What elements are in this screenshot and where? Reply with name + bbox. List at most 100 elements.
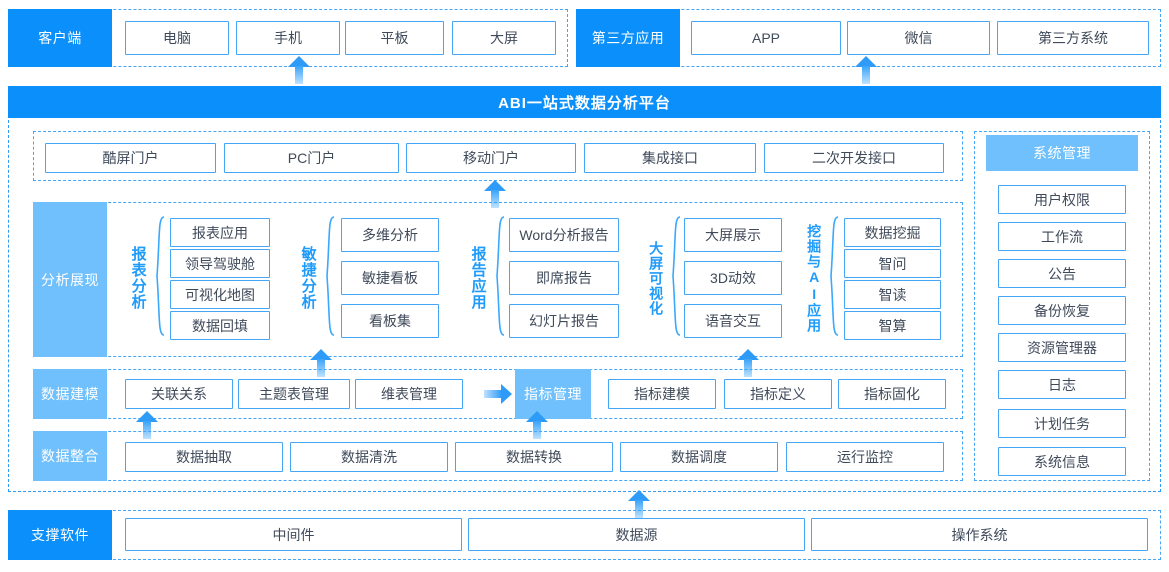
support-item-0[interactable]: 中间件 (125, 518, 462, 551)
analysis-group-4-item-3[interactable]: 智算 (844, 311, 941, 340)
system-item-4[interactable]: 资源管理器 (998, 333, 1126, 362)
analysis-group-0-item-3[interactable]: 数据回填 (170, 311, 270, 340)
integration-item-2[interactable]: 数据转换 (455, 442, 613, 472)
analysis-group-1-item-2[interactable]: 看板集 (341, 304, 439, 338)
analysis-group-0-item-2[interactable]: 可视化地图 (170, 280, 270, 309)
analysis-group-3-item-1[interactable]: 3D动效 (684, 261, 782, 295)
analysis-group-3-item-2[interactable]: 语音交互 (684, 304, 782, 338)
analysis-group-1-item-1[interactable]: 敏捷看板 (341, 261, 439, 295)
thirdparty-item-2[interactable]: 第三方系统 (997, 21, 1149, 55)
system-item-1[interactable]: 工作流 (998, 222, 1126, 251)
portal-item-3[interactable]: 集成接口 (584, 143, 756, 173)
analysis-group-2-item-2-text: 幻灯片报告 (529, 313, 599, 329)
analysis-group-1-item-0[interactable]: 多维分析 (341, 218, 439, 252)
support-item-1[interactable]: 数据源 (468, 518, 805, 551)
modeling-item-1[interactable]: 主题表管理 (238, 379, 350, 409)
integration-item-4[interactable]: 运行监控 (786, 442, 944, 472)
analysis-group-1-label: 敏捷分析 (297, 222, 319, 334)
arrow-up-analysis-left (310, 349, 332, 377)
platform-container (8, 120, 1161, 492)
thirdparty-item-2-text: 第三方系统 (1038, 30, 1108, 46)
analysis-group-2-label: 报告应用 (467, 222, 489, 334)
integration-item-2-text: 数据转换 (506, 449, 562, 465)
metric-management-label: 指标管理 (515, 369, 591, 419)
analysis-group-1-item-1-text: 敏捷看板 (362, 270, 418, 286)
analysis-group-0-item-0[interactable]: 报表应用 (170, 218, 270, 247)
analysis-group-0-item-0-text: 报表应用 (192, 224, 248, 241)
analysis-group-3-item-2-text: 语音交互 (705, 313, 761, 329)
portal-item-0-text: 酷屏门户 (102, 150, 159, 166)
client-item-1[interactable]: 手机 (236, 21, 340, 55)
integration-item-3-text: 数据调度 (671, 449, 727, 465)
support-item-2[interactable]: 操作系统 (811, 518, 1148, 551)
analysis-group-1-item-0-text: 多维分析 (362, 227, 418, 243)
support-section-label-text: 支撑软件 (31, 527, 89, 543)
metric-item-2[interactable]: 指标固化 (838, 379, 946, 409)
analysis-group-2-item-0-text: Word分析报告 (519, 227, 609, 243)
metric-item-0[interactable]: 指标建模 (608, 379, 716, 409)
analysis-group-2-item-0[interactable]: Word分析报告 (509, 218, 619, 252)
metric-item-1[interactable]: 指标定义 (724, 379, 832, 409)
thirdparty-item-1[interactable]: 微信 (847, 21, 990, 55)
portal-item-0[interactable]: 酷屏门户 (45, 143, 216, 173)
metric-item-2-text: 指标固化 (864, 386, 920, 402)
modeling-item-0[interactable]: 关联关系 (125, 379, 233, 409)
platform-banner: ABI一站式数据分析平台 (8, 86, 1161, 118)
analysis-group-0-label-text: 报表分析 (129, 246, 147, 310)
portal-item-2[interactable]: 移动门户 (406, 143, 576, 173)
analysis-group-4-item-0[interactable]: 数据挖掘 (844, 218, 941, 247)
analysis-group-0-item-1-text: 领导驾驶舱 (185, 255, 255, 272)
portal-item-4[interactable]: 二次开发接口 (764, 143, 944, 173)
system-item-6[interactable]: 计划任务 (998, 409, 1126, 438)
system-item-3[interactable]: 备份恢复 (998, 296, 1126, 325)
arrow-up-analysis-right (737, 349, 759, 377)
analysis-section-label: 分析展现 (33, 202, 107, 357)
system-item-5[interactable]: 日志 (998, 370, 1126, 399)
integration-item-0[interactable]: 数据抽取 (125, 442, 283, 472)
integration-item-1[interactable]: 数据清洗 (290, 442, 448, 472)
arrow-up-to-thirdparty (855, 56, 877, 84)
analysis-group-3-label-text: 大屏可视化 (648, 240, 665, 316)
system-item-0-text: 用户权限 (1034, 191, 1090, 208)
client-item-0[interactable]: 电脑 (125, 21, 229, 55)
integration-section-label: 数据整合 (33, 431, 107, 481)
thirdparty-item-1-text: 微信 (904, 30, 933, 46)
system-item-2[interactable]: 公告 (998, 259, 1126, 288)
analysis-group-4-label: 挖掘与AI应用 (803, 212, 825, 344)
client-item-2[interactable]: 平板 (345, 21, 444, 55)
portal-item-2-text: 移动门户 (463, 150, 519, 166)
arrow-up-to-portal (484, 180, 506, 208)
client-item-3[interactable]: 大屏 (452, 21, 556, 55)
analysis-group-4-item-1[interactable]: 智问 (844, 249, 941, 278)
arrow-up-to-modeling (136, 411, 158, 439)
system-item-2-text: 公告 (1048, 265, 1076, 282)
analysis-group-3-item-0-text: 大屏展示 (705, 227, 761, 243)
modeling-section-label-text: 数据建模 (41, 386, 99, 402)
portal-item-1[interactable]: PC门户 (224, 143, 399, 173)
analysis-group-1-brace (322, 215, 336, 337)
modeling-item-1-text: 主题表管理 (259, 386, 329, 402)
analysis-group-3-item-0[interactable]: 大屏展示 (684, 218, 782, 252)
system-section (974, 131, 1150, 481)
analysis-group-4-item-2[interactable]: 智读 (844, 280, 941, 309)
thirdparty-section-label-text: 第三方应用 (591, 30, 665, 46)
modeling-item-2-text: 维表管理 (381, 386, 437, 402)
analysis-group-2-item-1[interactable]: 即席报告 (509, 261, 619, 295)
modeling-item-2[interactable]: 维表管理 (355, 379, 463, 409)
system-item-7[interactable]: 系统信息 (998, 447, 1126, 476)
thirdparty-item-0[interactable]: APP (691, 21, 841, 55)
analysis-group-2-brace (492, 215, 506, 337)
analysis-group-0-item-1[interactable]: 领导驾驶舱 (170, 249, 270, 278)
analysis-group-2-item-2[interactable]: 幻灯片报告 (509, 304, 619, 338)
support-item-0-text: 中间件 (272, 526, 315, 543)
modeling-section-label: 数据建模 (33, 369, 107, 419)
modeling-item-0-text: 关联关系 (151, 386, 207, 402)
system-item-6-text: 计划任务 (1034, 415, 1090, 432)
system-item-7-text: 系统信息 (1034, 453, 1090, 470)
system-item-0[interactable]: 用户权限 (998, 185, 1126, 214)
integration-item-3[interactable]: 数据调度 (620, 442, 778, 472)
analysis-group-4-label-text: 挖掘与AI应用 (806, 223, 823, 333)
client-section-label-text: 客户端 (38, 30, 82, 46)
integration-section-label-text: 数据整合 (41, 448, 99, 464)
arrow-right-to-metric (484, 384, 512, 404)
